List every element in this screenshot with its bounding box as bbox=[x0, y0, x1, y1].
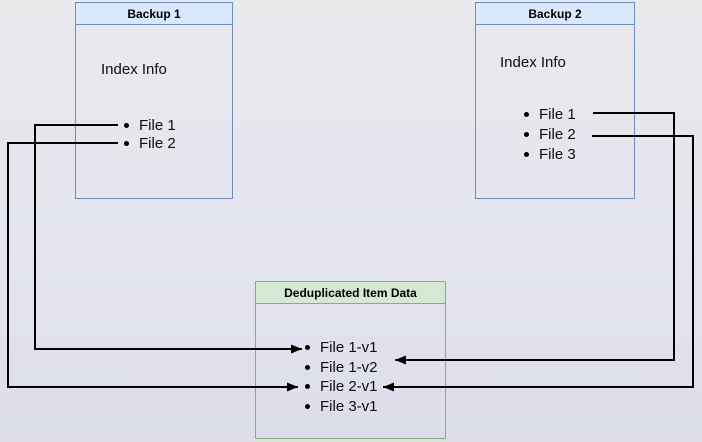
item-label: File 1-v2 bbox=[320, 358, 378, 376]
backup1-index-info-label: Index Info bbox=[101, 61, 167, 78]
file-list-item: File 1 bbox=[524, 104, 576, 124]
file-label: File 2 bbox=[139, 134, 176, 152]
backup1-file-list: File 1 File 2 bbox=[124, 116, 176, 152]
backup1-header: Backup 1 bbox=[76, 3, 232, 25]
backup1-box: Backup 1 bbox=[75, 2, 233, 199]
dedup-item-list: File 1-v1 File 1-v2 File 2-v1 File 3-v1 bbox=[305, 338, 378, 416]
item-label: File 2-v1 bbox=[320, 378, 378, 396]
bullet-icon bbox=[305, 364, 310, 370]
bullet-icon bbox=[524, 111, 529, 117]
list-item: File 1-v1 bbox=[305, 338, 378, 358]
backup2-header: Backup 2 bbox=[476, 3, 634, 25]
backup2-file-list: File 1 File 2 File 3 bbox=[524, 104, 576, 164]
dedup-title: Deduplicated Item Data bbox=[284, 285, 417, 300]
bullet-icon bbox=[124, 122, 129, 128]
backup2-box: Backup 2 bbox=[475, 2, 635, 199]
list-item: File 3-v1 bbox=[305, 397, 378, 417]
file-list-item: File 2 bbox=[524, 124, 576, 144]
file-label: File 1 bbox=[139, 116, 176, 134]
backup2-title: Backup 2 bbox=[528, 6, 582, 21]
dedup-header: Deduplicated Item Data bbox=[256, 282, 445, 304]
backup2-index-info-label: Index Info bbox=[500, 54, 566, 71]
list-item: File 2-v1 bbox=[305, 377, 378, 397]
item-label: File 3-v1 bbox=[320, 397, 378, 415]
file-list-item: File 1 bbox=[124, 116, 176, 134]
bullet-icon bbox=[305, 345, 310, 351]
file-list-item: File 3 bbox=[524, 144, 576, 164]
bullet-icon bbox=[305, 384, 310, 390]
file-list-item: File 2 bbox=[124, 134, 176, 152]
file-label: File 3 bbox=[539, 145, 576, 163]
bullet-icon bbox=[524, 131, 529, 137]
item-label: File 1-v1 bbox=[320, 339, 378, 357]
backup1-title: Backup 1 bbox=[127, 6, 181, 21]
list-item: File 1-v2 bbox=[305, 358, 378, 378]
file-label: File 2 bbox=[539, 125, 576, 143]
file-label: File 1 bbox=[539, 105, 576, 123]
bullet-icon bbox=[524, 151, 529, 157]
bullet-icon bbox=[124, 140, 129, 146]
bullet-icon bbox=[305, 403, 310, 409]
